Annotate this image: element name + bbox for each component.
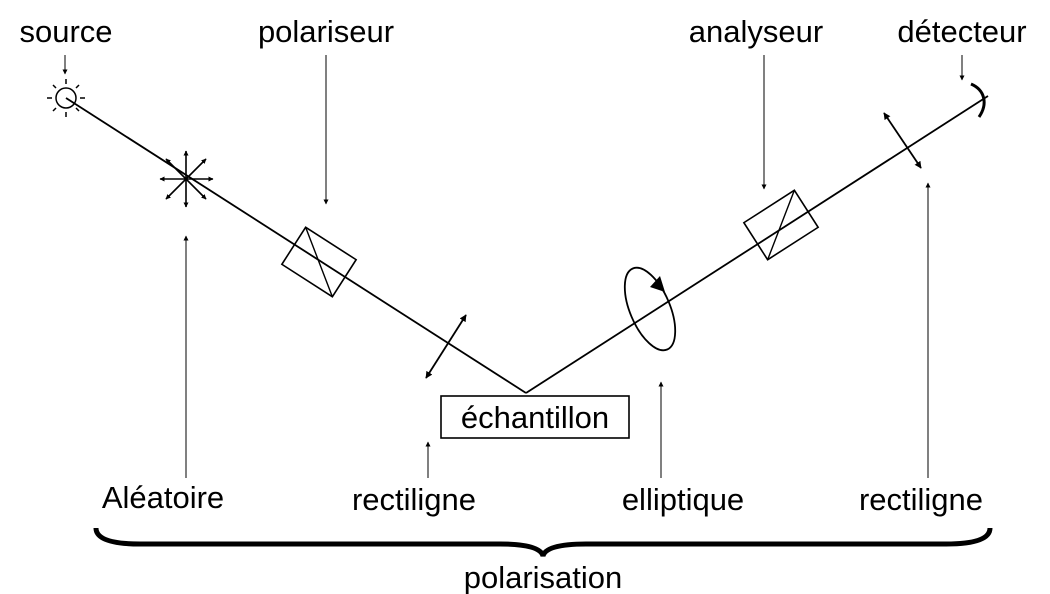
label-polariseur: polariseur (258, 14, 394, 49)
label-polarisation: polarisation (464, 560, 623, 594)
rectilinear-polarization-arrow-reflected (883, 112, 922, 169)
source-icon (47, 79, 85, 117)
label-detecteur: détecteur (897, 14, 1026, 49)
detector-icon (970, 82, 986, 118)
label-rectiligne-right: rectiligne (859, 482, 983, 517)
label-echantillon: échantillon (461, 400, 609, 435)
label-elliptique: elliptique (622, 482, 744, 517)
polarizer-icon (280, 226, 358, 298)
polarisation-brace (93, 527, 993, 558)
random-polarization-icon (159, 150, 214, 208)
label-aleatoire: Aléatoire (102, 480, 224, 515)
sample-box (440, 395, 630, 439)
analyzer-icon (742, 189, 820, 261)
label-rectiligne-left: rectiligne (352, 482, 476, 517)
label-source: source (19, 14, 112, 49)
rectilinear-polarization-arrow-incident (425, 314, 467, 379)
elliptical-polarization-icon (623, 266, 677, 352)
label-analyseur: analyseur (689, 14, 823, 49)
incident-beam (65, 97, 527, 394)
